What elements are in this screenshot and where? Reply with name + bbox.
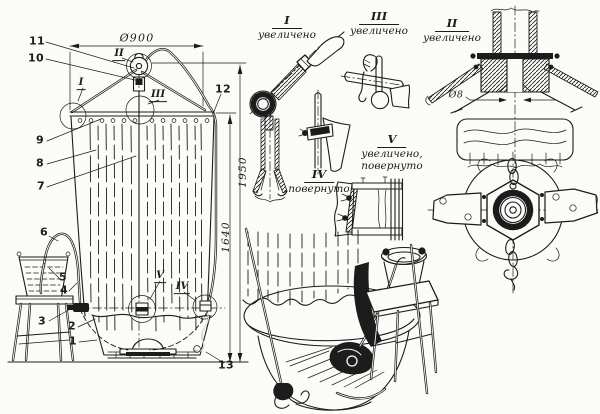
hanger-frame <box>70 52 207 356</box>
detail-label-iii-caption: увеличено <box>350 25 408 37</box>
curtain <box>70 116 215 335</box>
detail-label-v-numeral: V <box>377 133 407 148</box>
detail-view-v <box>334 176 404 241</box>
marker-i: I <box>76 77 86 90</box>
perspective-view <box>242 227 439 411</box>
dimension-label-diameter: Ø900 <box>119 31 155 45</box>
callout-12: 12 <box>215 82 231 96</box>
marker-iv: IV <box>173 281 191 294</box>
callout-6: 6 <box>40 225 48 239</box>
detail-label-iii-numeral: III <box>358 10 400 25</box>
marker-iii: III <box>148 89 168 102</box>
detail-label-v-caption-line2: повернуто <box>361 159 423 172</box>
detail-view-iii <box>340 54 411 110</box>
callout-10: 10 <box>28 51 44 65</box>
detail-label-ii: II увеличено <box>423 12 481 44</box>
marker-v: V <box>154 270 166 283</box>
detail-label-iii: III увеличено <box>350 5 408 37</box>
callout-4: 4 <box>60 283 68 297</box>
callout-5: 5 <box>59 270 67 284</box>
detail-label-ii-caption: увеличено <box>423 32 481 44</box>
dimension-label-total-height: 1950 <box>237 156 249 188</box>
callout-8: 8 <box>36 156 44 170</box>
callout-13: 13 <box>218 358 234 372</box>
dimension-total-height <box>151 62 247 363</box>
callout-2: 2 <box>68 319 76 333</box>
detail-label-iv-caption: повернуто <box>288 182 350 195</box>
detail-label-iv-numeral: IV <box>303 168 335 183</box>
detail-label-i-numeral: I <box>272 14 302 29</box>
dimension-curtain-height <box>215 112 237 363</box>
hub-plan-view <box>427 151 599 295</box>
detail-view-i <box>249 31 345 203</box>
detail-label-i-caption: увеличено <box>258 29 316 41</box>
main-elevation-view <box>7 41 249 364</box>
dimension-label-bore: Ø8 <box>448 89 464 101</box>
callout-leaders <box>45 41 225 364</box>
callout-1: 1 <box>69 334 77 348</box>
callout-3: 3 <box>38 314 46 328</box>
hose-over-pulley <box>144 48 218 306</box>
callout-7: 7 <box>37 179 45 193</box>
dimension-top-diameter <box>69 43 204 111</box>
detail-label-v-caption-line1: увеличено, <box>361 147 423 160</box>
callout-9: 9 <box>36 133 44 147</box>
top-hoop <box>69 111 215 123</box>
detail-label-iv: IV повернуто <box>288 163 349 195</box>
bucket-on-stool <box>11 251 75 362</box>
detail-label-ii-numeral: II <box>434 17 470 32</box>
detail-view-ii <box>425 5 599 173</box>
detail-reference-circles <box>59 53 218 353</box>
dimension-label-curtain-height: 1640 <box>220 221 232 253</box>
detail-view-iv <box>298 89 351 175</box>
detail-label-v: V увеличено, повернуто <box>361 128 422 172</box>
marker-ii: II <box>112 48 126 61</box>
detail-label-i: I увеличено <box>258 9 316 41</box>
callout-11: 11 <box>29 34 45 48</box>
